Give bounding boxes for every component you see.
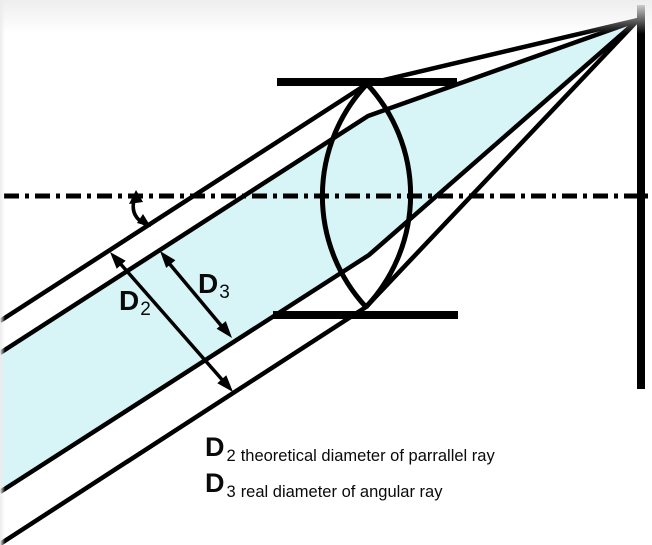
ray-upper-real [0, 17, 639, 355]
angle-arc-arrowhead-top [129, 190, 143, 204]
image-plane-bar [637, 5, 645, 389]
caption-line-d3: D 3 real diameter of angular ray [205, 467, 495, 501]
caption-d3-symbol: D [205, 467, 225, 498]
lens-right-surface [364, 82, 414, 309]
caption-line-d2: D 2 theoretical diameter of parrallel ra… [205, 434, 495, 465]
d2-arrowhead-top [110, 252, 126, 269]
aperture-bar-top [277, 78, 457, 86]
caption-block: D 2 theoretical diameter of parrallel ra… [205, 434, 495, 500]
d2-label-subscript: 2 [140, 299, 151, 320]
caption-d2-text: theoretical diameter of parrallel ray [240, 447, 495, 465]
d3-arrowhead-top [160, 251, 176, 268]
angle-arc-arrowhead-bottom [137, 214, 151, 227]
d3-dimension-line [166, 260, 226, 331]
angular-beam-region [0, 21, 638, 491]
caption-d2-symbol: D [205, 432, 225, 462]
d2-label: D 2 [119, 285, 151, 320]
lens-left-surface [319, 82, 369, 309]
d3-label-subscript: 3 [219, 282, 230, 303]
ray-lower-real [0, 18, 640, 494]
d3-arrowhead-bottom [216, 321, 232, 338]
d3-label-symbol: D [198, 268, 219, 299]
d2-label-symbol: D [119, 285, 140, 316]
d3-label: D 3 [198, 268, 230, 303]
caption-d3-text: real diameter of angular ray [240, 482, 443, 501]
caption-d3-subscript: 3 [226, 482, 236, 501]
aperture-bar-bottom [273, 311, 458, 319]
d2-dimension-line [116, 259, 227, 385]
d2-arrowhead-bottom [217, 375, 233, 392]
caption-d2-subscript: 2 [226, 447, 236, 465]
